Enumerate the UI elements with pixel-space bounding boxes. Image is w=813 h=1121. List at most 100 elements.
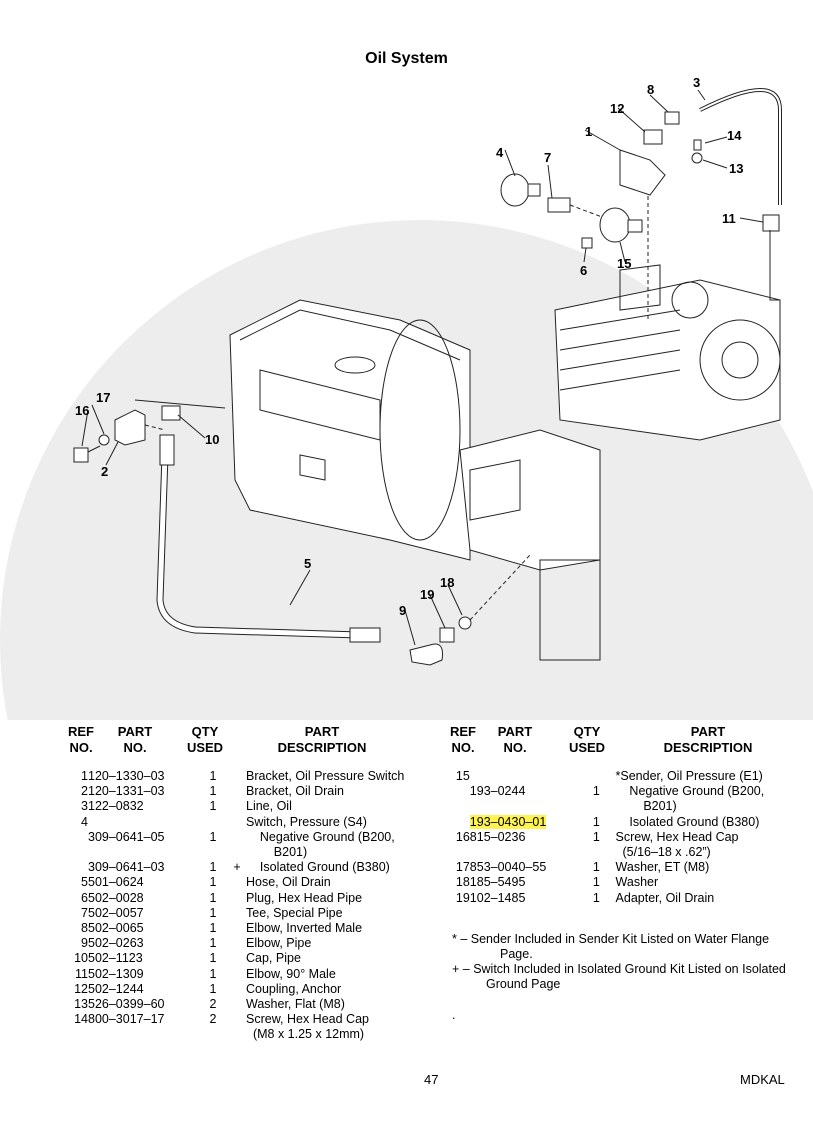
ref-cell-text: 10 [74,951,88,966]
callout-17: 17 [96,390,110,405]
description-cell-text: (M8 x 1.25 x 12mm) [246,1027,365,1042]
part-no-cell-text: 502–0065 [88,921,144,936]
part-no-cell-text: 502–1309 [88,966,144,981]
part-no-cell-text: 193–0244 [469,784,526,799]
callout-7: 7 [544,150,551,165]
qty-cell: 1 [198,967,228,982]
mark-cell [228,799,246,814]
description-cell: Coupling, Anchor [246,982,446,997]
table-row: 15*Sender, Oil Pressure (E1) [452,769,813,784]
description-cell-text: Screw, Hex Head Cap [246,1012,369,1027]
callout-10: 10 [205,432,219,447]
description-cell: Elbow, Pipe [246,936,446,951]
qty-cell: 1 [581,891,612,906]
callout-4: 4 [496,145,504,160]
part-no-cell: 502–1309 [88,967,198,982]
ref-cell: 3 [70,799,88,814]
table-row: (5/16–18 x .62”) [452,845,813,860]
qty-cell [581,845,612,860]
qty-cell: 2 [198,1012,228,1027]
page-number: 47 [424,1072,439,1087]
qty-cell: 1 [198,921,228,936]
description-cell: *Sender, Oil Pressure (E1) [616,769,813,784]
qty-cell: 1 [198,784,228,799]
header-desc-line1: PART [304,724,340,739]
qty-cell-text: 1 [592,829,600,844]
mark-cell [228,951,246,966]
description-cell-text: Hose, Oil Drain [246,875,331,890]
qty-cell-text: 1 [592,875,600,890]
ref-cell-text: 16 [455,829,470,844]
table-row: B201) [452,799,813,814]
ref-cell [452,815,470,830]
qty-cell: 1 [198,769,228,784]
part-no-cell [88,815,198,830]
ref-cell: 5 [70,875,88,890]
part-no-cell [88,845,198,860]
description-cell-text: Elbow, Pipe [246,936,312,951]
ref-cell: 2 [70,784,88,799]
ref-cell-text: 2 [81,784,88,799]
ref-cell [70,830,88,845]
part-no-cell: 120–1331–03 [88,784,198,799]
qty-cell-text: 1 [209,905,217,920]
qty-cell: 1 [581,815,612,830]
ref-cell: 7 [70,906,88,921]
part-no-cell-text: 526–0399–60 [88,997,165,1012]
ref-cell: 11 [70,967,88,982]
part-no-cell-text: 800–3017–17 [88,1012,165,1027]
note-line: + – Switch Included in Isolated Ground K… [452,962,786,976]
ref-cell: 1 [70,769,88,784]
header-qty-line2: USED [568,740,606,755]
qty-cell: 2 [198,997,228,1012]
qty-cell-text: 1 [209,936,217,951]
description-cell: Elbow, 90° Male [246,967,446,982]
qty-cell-text: 1 [209,921,217,936]
callout-6: 6 [580,263,587,278]
description-cell-text: Adapter, Oil Drain [615,890,715,905]
description-cell-text: B201) [246,845,308,860]
header-part-line2: NO. [503,740,527,755]
qty-cell-text: 1 [592,814,600,829]
mark-cell [228,769,246,784]
qty-cell: 1 [581,875,612,890]
stray-dot: . [452,1008,456,1022]
part-no-cell: 800–3017–17 [88,1012,198,1027]
ref-cell-text: 1 [81,769,88,783]
description-cell: Washer, Flat (M8) [246,997,446,1012]
description-cell-text: Elbow, Inverted Male [246,921,363,936]
ref-cell [452,845,470,860]
part-no-cell: 309–0641–05 [88,830,198,845]
ref-cell-text: 5 [81,875,88,890]
part-no-cell: 502–1244 [88,982,198,997]
description-cell-text: Negative Ground (B200, [246,829,395,844]
description-cell-text: Washer, Flat (M8) [246,997,345,1012]
description-cell: Screw, Hex Head Cap [616,830,813,845]
ref-cell [70,845,88,860]
ref-cell [70,1027,88,1042]
description-cell: Tee, Special Pipe [246,906,446,921]
header-ref-line2: NO. [69,740,93,755]
description-cell: B201) [616,799,813,814]
part-no-cell [88,1027,198,1042]
ref-cell-text: 12 [74,981,88,996]
qty-cell-text: 2 [209,997,217,1012]
description-cell: Isolated Ground (B380) [616,815,813,830]
part-no-cell-text: 502–1244 [88,981,144,996]
description-cell-text: Line, Oil [246,799,292,814]
description-cell: Elbow, Inverted Male [246,921,446,936]
mark-cell [228,784,246,799]
